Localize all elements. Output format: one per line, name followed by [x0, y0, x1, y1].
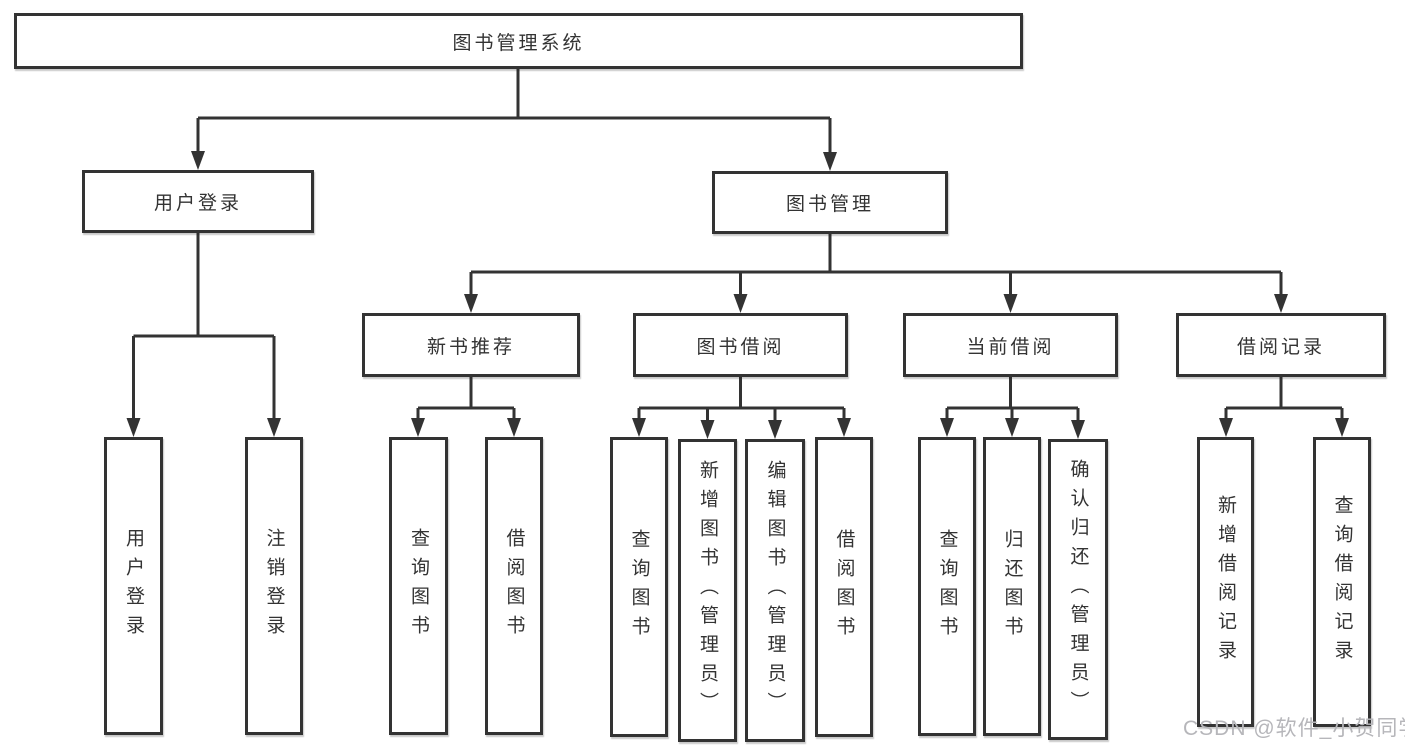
- arrowhead: [191, 151, 205, 170]
- leaf-logout: 注销登录: [245, 437, 303, 735]
- connector-borrow-records: [1219, 377, 1349, 437]
- connector-book-management: [464, 234, 1288, 313]
- node-label: 查询图书: [408, 528, 429, 644]
- node-book-borrow: 图书借阅: [633, 313, 848, 377]
- node-label: 借阅图书: [503, 528, 525, 644]
- node-label: 当前借阅: [966, 336, 1055, 358]
- arrowhead: [1335, 418, 1349, 437]
- arrowhead: [632, 418, 646, 437]
- leaf-query-book-current: 查询图书: [918, 437, 976, 736]
- arrowhead: [823, 152, 837, 171]
- node-label: 借阅图书: [833, 529, 855, 645]
- csdn-watermark: CSDN @软件_小贺同学: [1183, 717, 1405, 740]
- node-label: 查询图书: [936, 528, 958, 645]
- node-label: 图书管理: [785, 194, 874, 215]
- node-label: 注销登录: [263, 528, 285, 644]
- node-label: 查询借阅记录: [1331, 495, 1353, 669]
- arrowhead: [411, 418, 425, 437]
- leaf-return-book: 归还图书: [983, 437, 1041, 736]
- arrowhead: [1274, 294, 1288, 313]
- connector-user-login: [126, 233, 281, 437]
- node-book-management: 图书管理: [712, 171, 948, 234]
- arrowhead: [768, 420, 782, 439]
- node-label: 用户登录: [123, 528, 144, 644]
- node-label: 新增借阅记录: [1215, 495, 1236, 669]
- leaf-query-book-recommend: 查询图书: [389, 437, 448, 735]
- leaf-edit-book-admin: 编辑图书（管理员）: [745, 439, 805, 742]
- node-label: 用户登录: [153, 193, 242, 214]
- leaf-borrow-book: 借阅图书: [815, 437, 873, 737]
- node-label: 确认归还（管理员）: [1067, 459, 1089, 720]
- node-user-login: 用户登录: [82, 170, 314, 233]
- leaf-confirm-return-admin: 确认归还（管理员）: [1048, 439, 1108, 740]
- leaf-query-book-borrow: 查询图书: [610, 437, 668, 737]
- node-new-book-recommend: 新书推荐: [362, 313, 580, 377]
- leaf-add-book-admin: 新增图书（管理员）: [678, 439, 737, 742]
- arrowhead: [1219, 418, 1233, 437]
- connector-current-borrow: [940, 377, 1085, 439]
- node-label: 归还图书: [1001, 528, 1023, 645]
- arrowhead: [700, 420, 715, 439]
- node-label: 新书推荐: [426, 336, 515, 358]
- arrowhead: [464, 294, 478, 313]
- arrowhead: [940, 418, 954, 437]
- arrowhead: [733, 294, 748, 313]
- leaf-user-login: 用户登录: [104, 437, 163, 735]
- leaf-add-borrow-record: 新增借阅记录: [1197, 437, 1254, 727]
- arrowhead: [1003, 294, 1018, 313]
- node-borrow-records: 借阅记录: [1176, 313, 1386, 377]
- node-current-borrow: 当前借阅: [903, 313, 1118, 377]
- leaf-query-borrow-record: 查询借阅记录: [1313, 437, 1371, 727]
- connector-book-borrow: [632, 377, 851, 439]
- leaf-borrow-book-recommend: 借阅图书: [485, 437, 543, 735]
- node-label: 编辑图书（管理员）: [764, 460, 786, 721]
- connector-root: [191, 69, 837, 171]
- node-label: 查询图书: [628, 529, 650, 645]
- connector-new-book-recommend: [411, 377, 521, 437]
- node-label: 借阅记录: [1236, 336, 1325, 358]
- arrowhead: [126, 418, 141, 437]
- arrowhead: [267, 418, 281, 437]
- arrowhead: [1071, 420, 1085, 439]
- arrowhead: [837, 418, 851, 437]
- node-label: 图书管理系统: [452, 32, 585, 54]
- node-label: 图书借阅: [696, 336, 785, 358]
- arrowhead: [507, 418, 521, 437]
- node-root-system: 图书管理系统: [14, 13, 1023, 69]
- arrowhead: [1005, 418, 1019, 437]
- node-label: 新增图书（管理员）: [697, 460, 718, 721]
